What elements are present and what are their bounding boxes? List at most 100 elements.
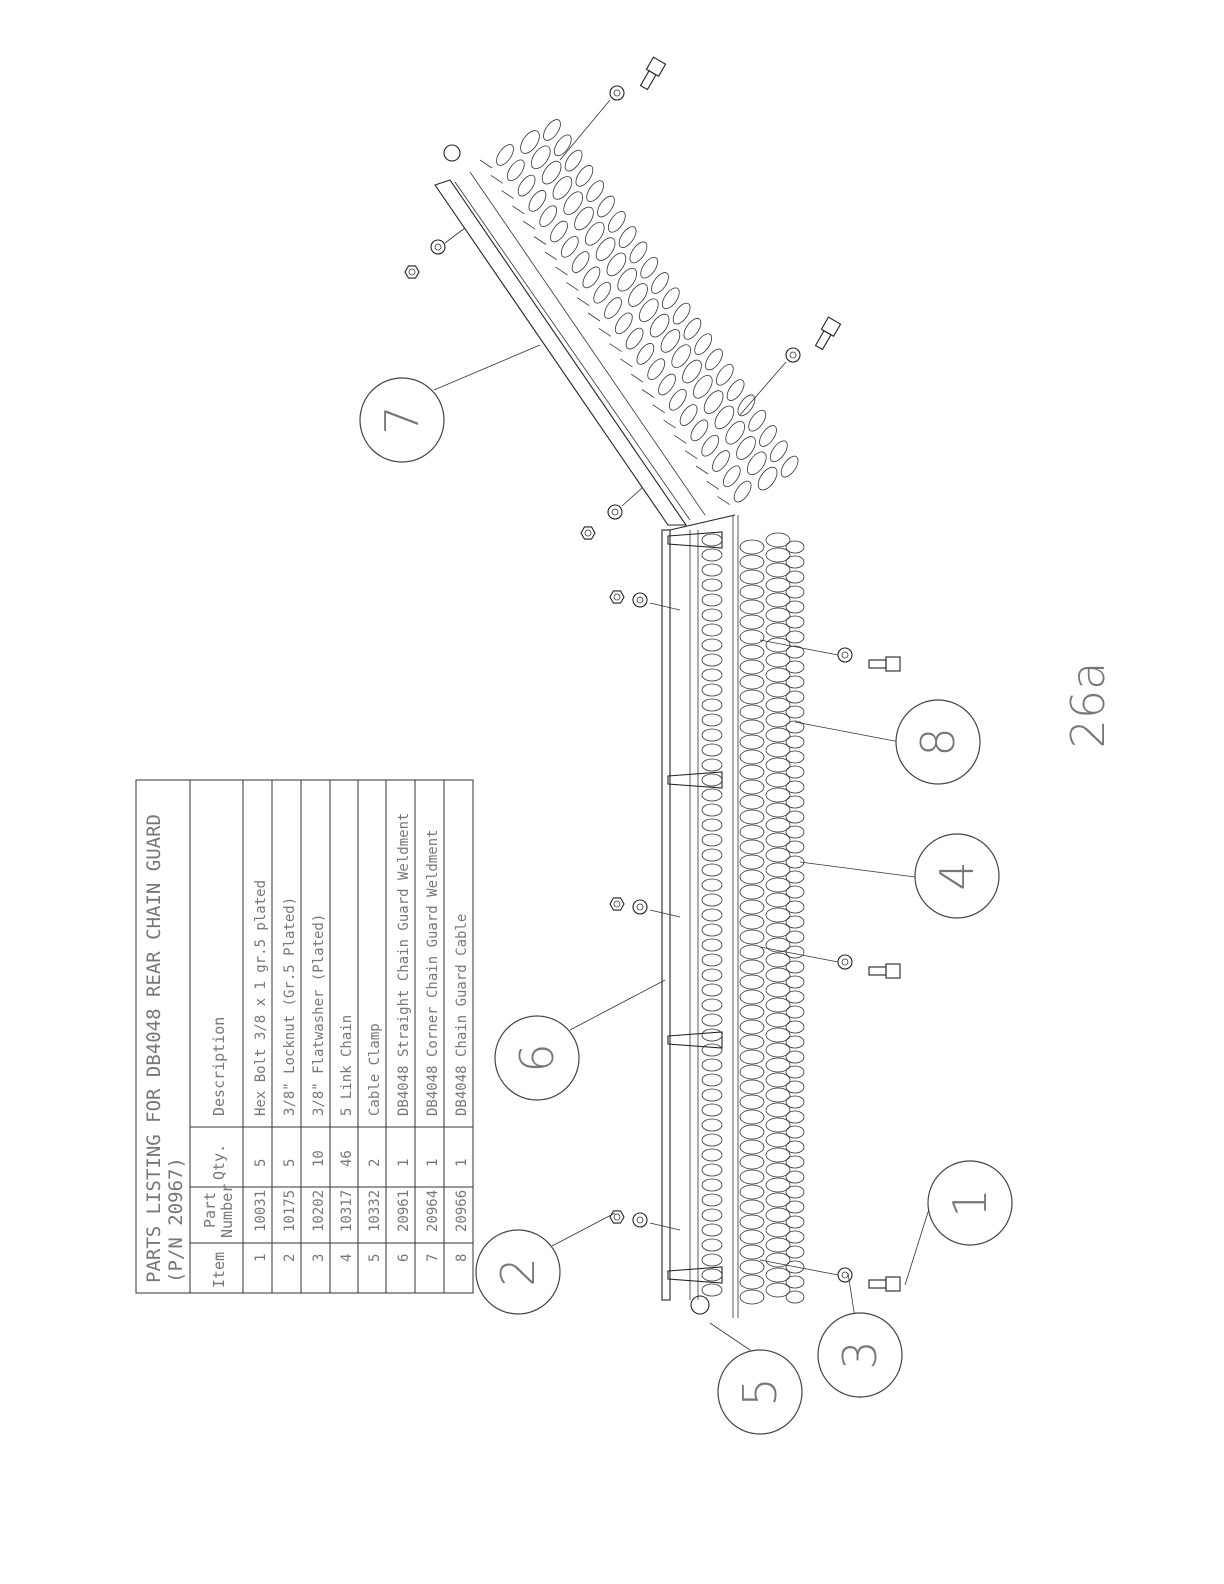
chain-link [765, 532, 791, 548]
chain-link [759, 425, 777, 447]
chain-link [701, 608, 723, 622]
chain-link [785, 1050, 805, 1064]
chain-link [785, 1095, 805, 1109]
chain-link [739, 749, 765, 765]
chain-link [765, 1237, 791, 1253]
chain-link [701, 1133, 723, 1147]
chain-link [701, 653, 723, 667]
callout-4: 4 [914, 833, 1000, 919]
chain-link [714, 405, 735, 430]
chain-link [701, 593, 723, 607]
chain-link [785, 540, 805, 554]
hex-bolt [868, 656, 901, 672]
header-description: Description [210, 1017, 228, 1116]
chain-link [746, 451, 767, 476]
chain-link [765, 652, 791, 668]
chain-link [636, 343, 655, 365]
chain-link [701, 1073, 723, 1087]
chain-link [739, 1079, 765, 1095]
chain-link [726, 379, 745, 401]
chain-link [701, 803, 723, 817]
chain-link [765, 997, 791, 1013]
chain-link [701, 533, 723, 547]
chain-link [701, 548, 723, 562]
chain-link [785, 645, 805, 659]
chain-link [765, 562, 791, 578]
chain-link [701, 938, 723, 952]
svg-text:5: 5 [733, 1377, 787, 1406]
cell-item: 4 [339, 1254, 355, 1262]
chain-link [701, 1163, 723, 1177]
chain-link [765, 802, 791, 818]
chain-link [739, 1169, 765, 1185]
chain-link [517, 174, 536, 197]
chain-link [739, 794, 765, 810]
chain-link [785, 1185, 805, 1199]
chain-link [785, 795, 805, 809]
chain-link [739, 734, 765, 750]
cell-part-number: 20961 [396, 1190, 412, 1232]
chain-link [739, 989, 765, 1005]
chain-link [765, 682, 791, 698]
chain-link [785, 1125, 805, 1139]
chain-link [739, 1199, 765, 1215]
chain-link [701, 1208, 723, 1222]
chain-link [765, 1042, 791, 1058]
locknut [609, 1210, 625, 1224]
chain-link [765, 1267, 791, 1283]
chain-link [739, 1049, 765, 1065]
chain-link [739, 839, 765, 855]
chain-link [739, 1184, 765, 1200]
chain-link [701, 1238, 723, 1252]
chain-link [765, 577, 791, 593]
chain-link [701, 863, 723, 877]
chain-link [765, 607, 791, 623]
cell-item: 1 [253, 1254, 269, 1262]
chain-link [575, 165, 594, 187]
callout-6: 6 [494, 1015, 580, 1101]
weld-tab [641, 389, 655, 398]
chain-link [703, 390, 724, 414]
cell-part-number: 10031 [253, 1190, 269, 1232]
locknut [404, 265, 420, 279]
chain-link [550, 220, 568, 243]
chain-link [739, 914, 765, 930]
chain-link [739, 629, 765, 645]
flatwasher [785, 347, 801, 363]
weld-tab [663, 419, 676, 429]
chain-link [785, 870, 805, 884]
chain-link [739, 614, 765, 630]
cell-part-number: 10317 [339, 1190, 355, 1232]
cell-item: 3 [311, 1254, 327, 1262]
chain-link [765, 742, 791, 758]
header-qty: Qty. [210, 1144, 228, 1180]
chain-link [739, 674, 765, 690]
gusset-plate [667, 1266, 723, 1284]
cable-clamp [443, 144, 461, 162]
callout-7: 7 [359, 377, 445, 463]
chain-link [739, 854, 765, 870]
chain-link [701, 1178, 723, 1192]
chain-link [528, 190, 547, 212]
chain-link [607, 210, 626, 233]
chain-link [541, 160, 562, 185]
cell-part-number: 20964 [425, 1190, 441, 1232]
chain-link [739, 1064, 765, 1080]
chain-link [739, 1154, 765, 1170]
chain-link [739, 1259, 765, 1275]
chain-link [647, 358, 666, 381]
chain-link [739, 539, 765, 555]
svg-text:1: 1 [943, 1188, 997, 1217]
chain-link [765, 892, 791, 908]
hex-bolt [814, 316, 842, 351]
chain-link [739, 824, 765, 840]
chain-link [765, 1117, 791, 1133]
chain-link [785, 720, 805, 734]
weld-tab [490, 174, 504, 184]
callout-2: 2 [475, 1229, 561, 1315]
chain-link [765, 1087, 791, 1103]
chain-link [701, 638, 723, 652]
cell-item: 6 [396, 1254, 412, 1262]
chain-link [628, 283, 648, 307]
chain-link [785, 1035, 805, 1049]
